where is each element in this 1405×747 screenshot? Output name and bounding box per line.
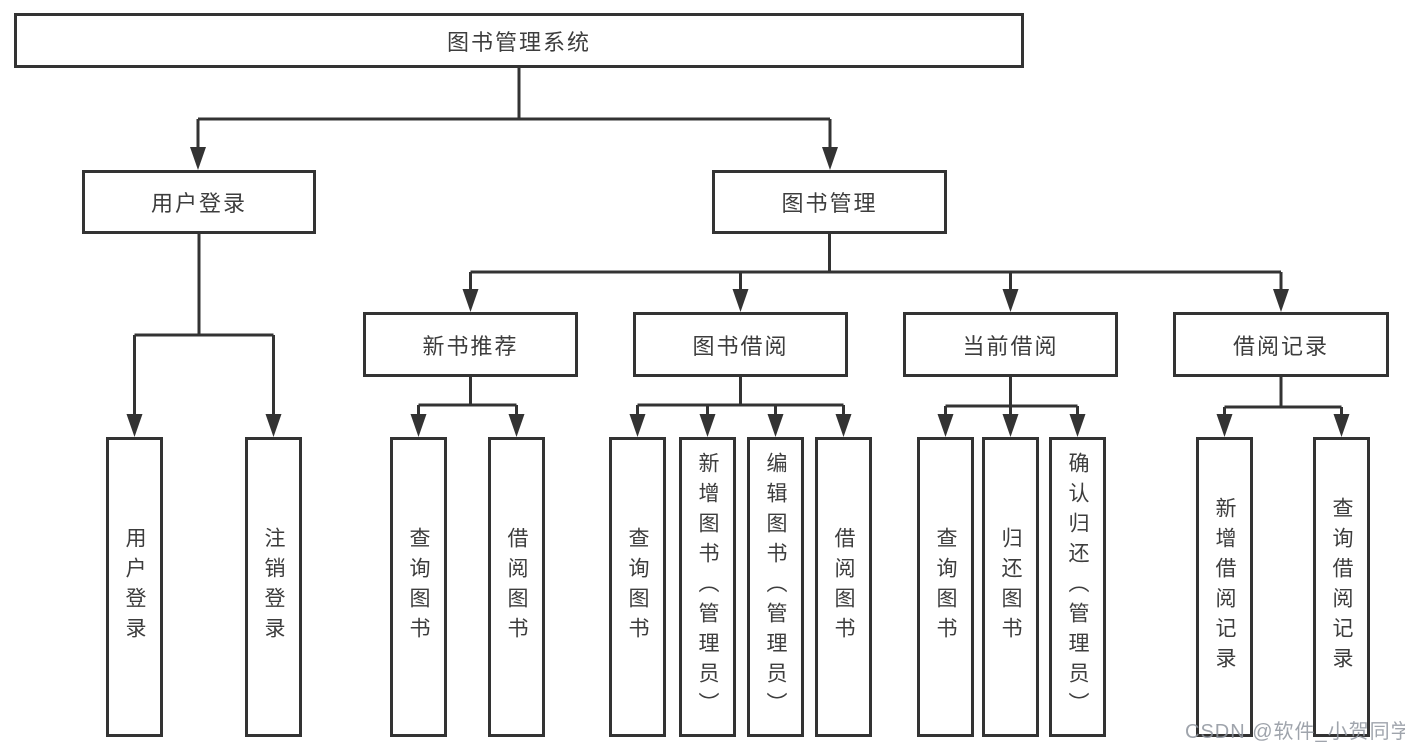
- node-current-borrow: 当前借阅: [903, 312, 1118, 377]
- leaf-add-borrow-record: 新增借阅记录: [1196, 437, 1253, 737]
- leaf-add-book-admin: 新增图书（管理员）: [679, 437, 736, 737]
- leaf-query-book-current-label: 查询图书: [934, 527, 957, 647]
- connector-new-book-children: [410, 377, 525, 437]
- node-library-management-system-label: 图书管理系统: [446, 29, 591, 55]
- leaf-logout-label: 注销登录: [262, 527, 285, 647]
- node-user-login: 用户登录: [82, 170, 316, 234]
- leaf-borrow-book-recommend-label: 借阅图书: [505, 527, 528, 647]
- node-borrow-record: 借阅记录: [1173, 312, 1389, 377]
- leaf-user-login: 用户登录: [106, 437, 163, 737]
- csdn-watermark: CSDN @软件_小贺同学: [1185, 721, 1405, 743]
- leaf-query-book-recommend-label: 查询图书: [407, 527, 430, 647]
- node-library-management-system: 图书管理系统: [14, 13, 1024, 68]
- node-new-book-recommend: 新书推荐: [363, 312, 578, 377]
- leaf-query-book-borrow: 查询图书: [609, 437, 666, 737]
- node-book-borrow: 图书借阅: [633, 312, 848, 377]
- leaf-edit-book-admin-label: 编辑图书（管理员）: [764, 452, 787, 722]
- connector-book-borrow-children: [629, 377, 852, 437]
- connector-borrow-record-children: [1216, 377, 1350, 437]
- node-book-management-label: 图书管理: [781, 191, 878, 216]
- connector-current-borrow-children: [937, 377, 1086, 437]
- leaf-query-book-current: 查询图书: [917, 437, 974, 737]
- connector-book-management-children: [462, 234, 1289, 312]
- node-user-login-label: 用户登录: [150, 191, 247, 216]
- node-book-borrow-label: 图书借阅: [692, 333, 789, 359]
- node-borrow-record-label: 借阅记录: [1232, 333, 1329, 359]
- leaf-edit-book-admin: 编辑图书（管理员）: [747, 437, 804, 737]
- leaf-borrow-book-label: 借阅图书: [832, 527, 855, 647]
- leaf-user-login-label: 用户登录: [123, 527, 146, 647]
- leaf-borrow-book-recommend: 借阅图书: [488, 437, 545, 737]
- node-current-borrow-label: 当前借阅: [962, 333, 1059, 359]
- leaf-add-borrow-record-label: 新增借阅记录: [1213, 497, 1236, 677]
- leaf-return-book-label: 归还图书: [999, 527, 1022, 647]
- node-new-book-recommend-label: 新书推荐: [422, 333, 519, 359]
- leaf-query-book-recommend: 查询图书: [390, 437, 447, 737]
- leaf-borrow-book: 借阅图书: [815, 437, 872, 737]
- leaf-confirm-return-admin-label: 确认归还（管理员）: [1066, 452, 1089, 722]
- node-book-management: 图书管理: [712, 170, 947, 234]
- leaf-confirm-return-admin: 确认归还（管理员）: [1049, 437, 1106, 737]
- leaf-query-borrow-record: 查询借阅记录: [1313, 437, 1370, 737]
- leaf-query-book-borrow-label: 查询图书: [626, 527, 649, 647]
- leaf-logout: 注销登录: [245, 437, 302, 737]
- leaf-query-borrow-record-label: 查询借阅记录: [1330, 497, 1353, 677]
- connector-user-login-children: [126, 234, 282, 437]
- leaf-return-book: 归还图书: [982, 437, 1039, 737]
- connector-root-to-level2: [190, 68, 838, 170]
- leaf-add-book-admin-label: 新增图书（管理员）: [696, 452, 719, 722]
